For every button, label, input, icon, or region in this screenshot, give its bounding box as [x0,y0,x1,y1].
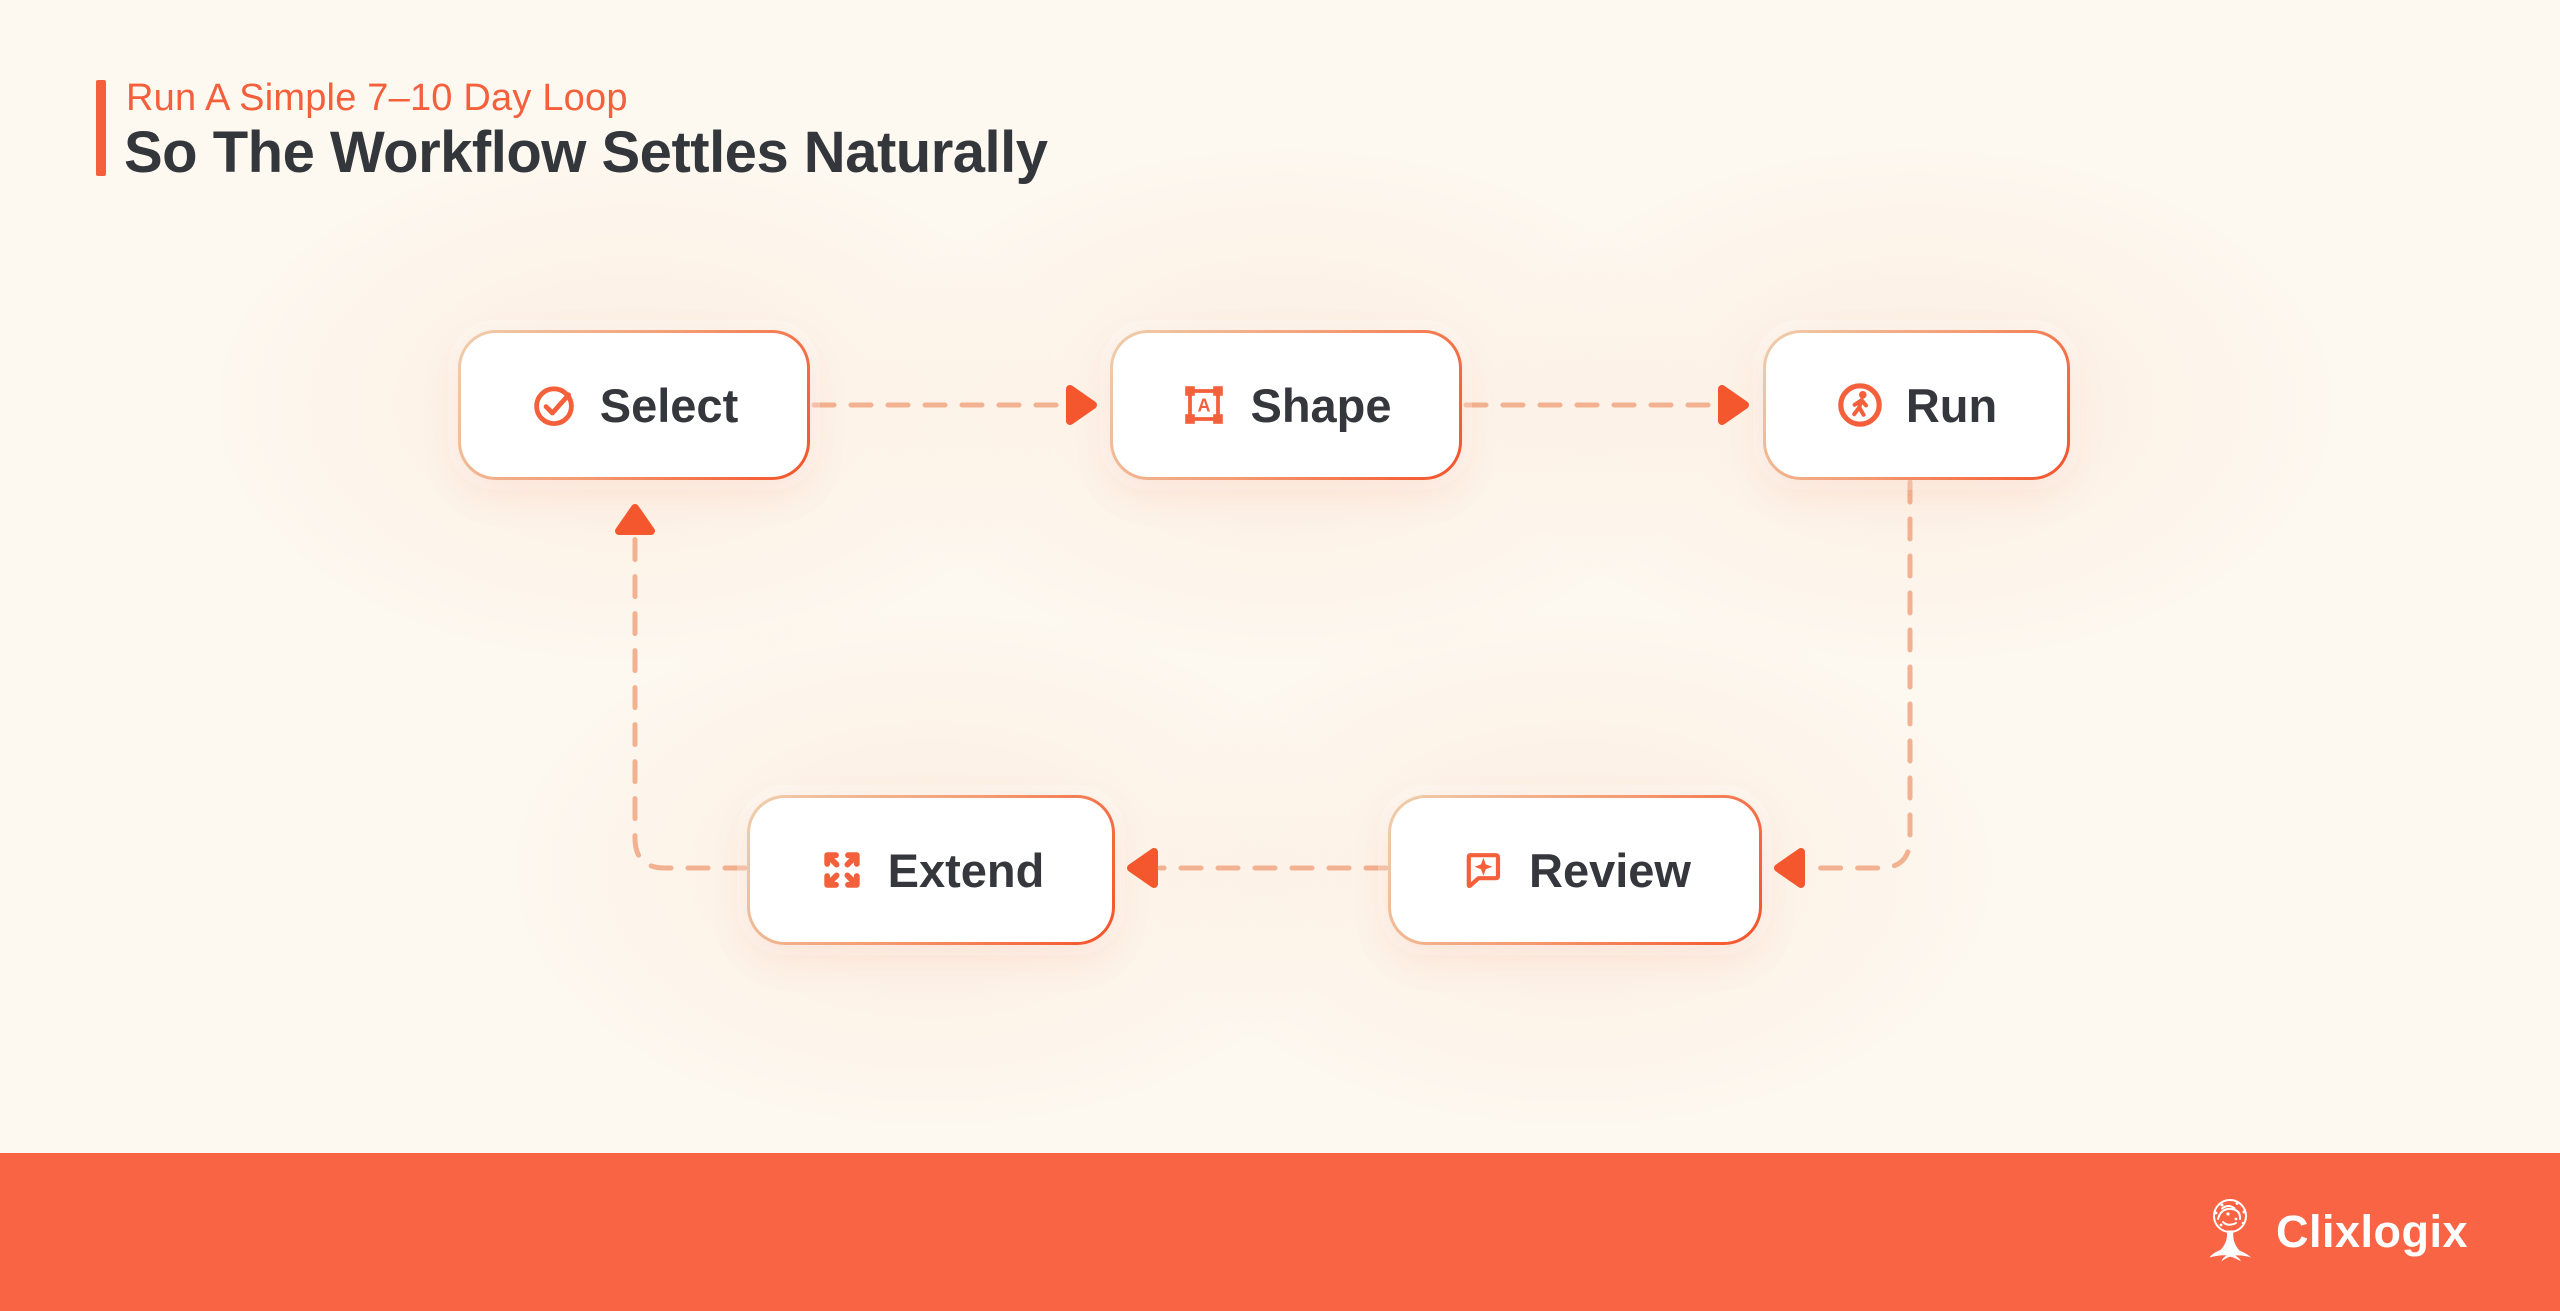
connector-run-to-review [1803,479,1913,871]
arrowhead-into-run [1718,385,1749,425]
text-select-frame-icon: A [1185,386,1224,424]
flow-node-shape-body: A Shape [1113,333,1459,477]
flow-node-review-body: Review [1391,798,1759,942]
arrowhead-into-extend [1127,848,1158,888]
flow-node-select-body: Select [461,333,807,477]
check-circle-icon [533,386,574,427]
arrowhead-into-select [615,504,655,535]
flow-node-extend-body: Extend [750,798,1112,942]
brand-name: Clixlogix [2275,1206,2468,1257]
footer-band: Clixlogix [0,1153,2560,1311]
flow-node-run-body: Run [1766,333,2067,477]
arrowhead-into-review [1774,848,1805,888]
svg-text:A: A [1198,395,1211,415]
expand-arrows-icon [823,852,860,888]
flow-node-label: Run [1905,378,1998,432]
brand-lockup: Clixlogix [2200,1153,2468,1311]
flow-node-select: Select [458,330,810,480]
flow-node-label: Shape [1250,378,1392,432]
title-accent-bar [96,80,106,176]
runner-circle-icon [1838,383,1882,427]
chat-sparkle-icon [1466,853,1501,889]
page-title: So The Workflow Settles Naturally [124,120,1048,185]
flow-node-shape: A Shape [1110,330,1462,480]
connector-extend-to-select [632,531,748,871]
flow-node-review: Review [1388,795,1762,945]
flow-node-run: Run [1763,330,2070,480]
flow-node-extend: Extend [747,795,1115,945]
arrowhead-into-shape [1066,385,1097,425]
flow-node-label: Extend [887,843,1045,897]
kicker-text: Run A Simple 7–10 Day Loop [126,77,628,119]
tree-brain-logo-icon [2209,1199,2251,1262]
flow-node-label: Review [1529,843,1691,897]
flow-node-label: Select [599,378,739,432]
